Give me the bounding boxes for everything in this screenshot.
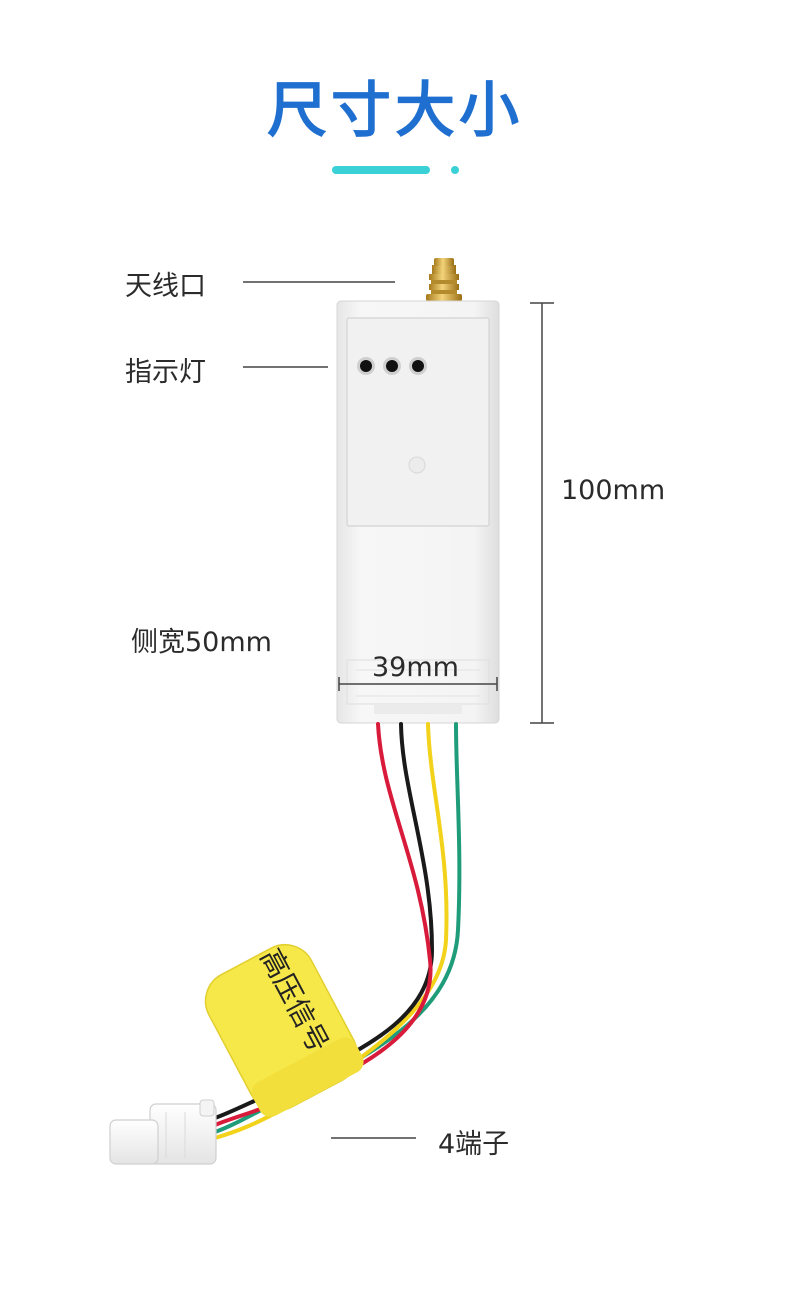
device-body [336,300,500,724]
width-label: 39mm [372,652,459,683]
title-accent-line [332,166,459,174]
page-title: 尺寸大小 [267,76,523,146]
indicator-leds [357,357,427,375]
wire-yellow [213,722,449,1140]
terminal-connector [109,1099,217,1165]
antenna-connector [426,258,462,301]
cable-tag [204,944,364,1117]
antenna-label: 天线口 [125,271,206,302]
height-label: 100mm [561,475,666,506]
indicator-label: 指示灯 [125,357,206,388]
side-width-label: 侧宽50mm [131,627,272,658]
leader-lines [243,281,416,1139]
height-dimension [530,302,554,724]
width-dimension [338,677,498,691]
terminal-label: 4端子 [438,1129,510,1160]
